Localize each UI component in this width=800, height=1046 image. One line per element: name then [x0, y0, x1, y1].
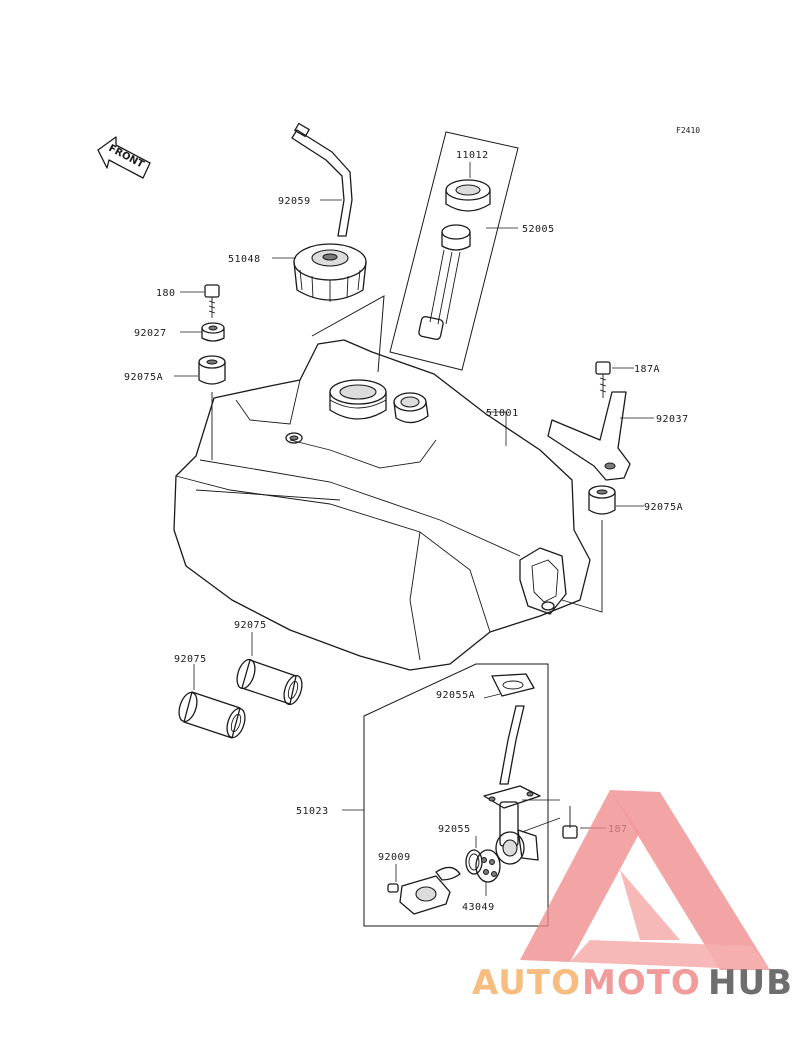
front-arrow-icon: FRONT [97, 136, 151, 179]
label-92075A-left: 92075A [124, 372, 163, 383]
label-92075-a: 92075 [234, 620, 267, 631]
label-92027: 92027 [134, 328, 167, 339]
logo-word-hub: HUB [708, 963, 793, 1003]
logo-word-auto: AUTO [472, 963, 581, 1003]
label-52005: 52005 [522, 224, 555, 235]
filler-seal [445, 179, 491, 212]
label-180: 180 [156, 288, 176, 299]
label-51001: 51001 [486, 408, 519, 419]
label-43049: 43049 [462, 902, 495, 913]
label-92075-b: 92075 [174, 654, 207, 665]
label-92055A: 92055A [436, 690, 475, 701]
bolt-187A [595, 361, 611, 398]
bracket-92037 [547, 391, 631, 481]
breather-hose [291, 122, 353, 237]
label-92075A-right: 92075A [644, 502, 683, 513]
front-label: FRONT [107, 143, 146, 171]
collar-92075-lower [178, 691, 246, 739]
bolt-187 [562, 806, 578, 839]
bolt-180 [204, 284, 220, 318]
figure-reference: F2410 [676, 126, 700, 135]
label-51048: 51048 [228, 254, 261, 265]
label-92055: 92055 [438, 824, 471, 835]
logo-word-moto: MOTO [582, 963, 701, 1003]
label-51023: 51023 [296, 806, 329, 817]
label-92037: 92037 [656, 414, 689, 425]
lever-92009 [387, 866, 461, 915]
label-187A: 187A [634, 364, 660, 375]
label-11012: 11012 [456, 150, 489, 161]
fuel-gauge [418, 224, 471, 340]
fuel-cock [483, 705, 541, 865]
label-92009: 92009 [378, 852, 411, 863]
label-92059: 92059 [278, 196, 311, 207]
collar-92027 [201, 322, 225, 342]
gasket-92055A [491, 673, 535, 697]
damper-left [198, 355, 226, 385]
collar-92075-upper [236, 658, 303, 706]
fuel-tank [173, 339, 591, 671]
damper-right [588, 485, 616, 515]
fuel-cap [293, 243, 367, 302]
packing-43049 [475, 849, 501, 883]
automotohub-logo: AUTO MOTO HUB [472, 790, 793, 1003]
